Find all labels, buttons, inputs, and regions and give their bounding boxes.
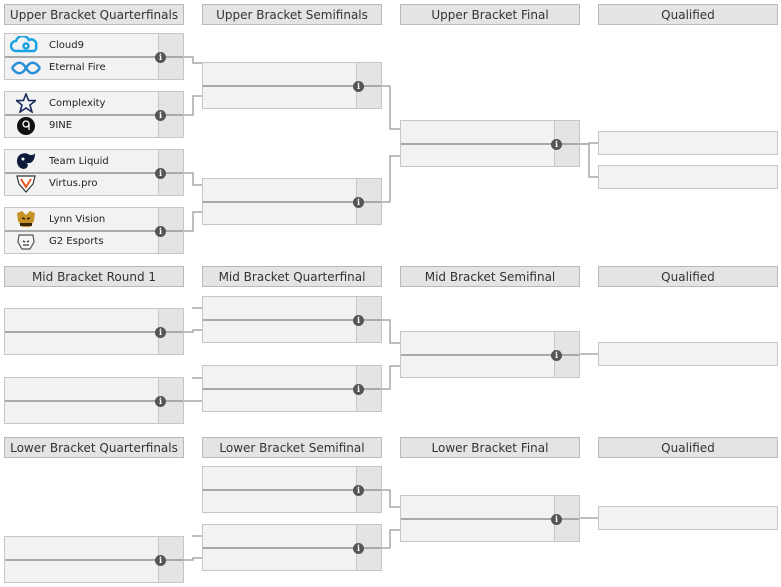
info-icon[interactable]: i <box>155 396 166 407</box>
team-slot[interactable]: Team Liquid <box>5 150 109 173</box>
match-divider <box>5 558 183 561</box>
team-name: Cloud9 <box>49 39 84 51</box>
team-name: G2 Esports <box>49 236 104 248</box>
match-divider <box>5 229 183 232</box>
team-name: Virtus.pro <box>49 178 98 190</box>
9ine-logo <box>9 116 43 136</box>
header-mid-quarterfinal: Mid Bracket Quarterfinal <box>202 266 382 287</box>
team-slot[interactable]: Cloud9 <box>5 34 84 57</box>
info-icon[interactable]: i <box>155 226 166 237</box>
info-icon[interactable]: i <box>353 543 364 554</box>
team-name: Eternal Fire <box>49 62 106 74</box>
header-lower-semifinal: Lower Bracket Semifinal <box>202 437 382 458</box>
header-upper-semifinals: Upper Bracket Semifinals <box>202 4 382 25</box>
match-lb-final[interactable]: i <box>400 495 580 542</box>
match-divider <box>203 84 381 87</box>
match-ubqf-3[interactable]: Team Liquid Virtus.pro i <box>4 149 184 196</box>
info-icon[interactable]: i <box>353 315 364 326</box>
match-divider <box>5 399 183 402</box>
match-divider <box>203 318 381 321</box>
team-liquid-logo <box>9 151 43 171</box>
qualified-slot-upper-1 <box>598 131 778 155</box>
team-slot[interactable]: Lynn Vision <box>5 208 105 231</box>
match-ubsf-2[interactable]: i <box>202 178 382 225</box>
match-divider <box>5 171 183 174</box>
team-name: 9INE <box>49 120 73 132</box>
info-icon[interactable]: i <box>155 52 166 63</box>
info-icon[interactable]: i <box>155 168 166 179</box>
match-lb-sf-2[interactable]: i <box>202 524 382 571</box>
match-divider <box>401 353 579 356</box>
header-upper-qualified: Qualified <box>598 4 778 25</box>
match-ubqf-2[interactable]: Complexity 9INE i <box>4 91 184 138</box>
info-icon[interactable]: i <box>353 384 364 395</box>
header-upper-final: Upper Bracket Final <box>400 4 580 25</box>
team-name: Team Liquid <box>49 155 109 167</box>
info-icon[interactable]: i <box>353 485 364 496</box>
complexity-logo <box>9 93 43 114</box>
lynn-vision-logo <box>9 209 43 229</box>
match-divider <box>5 55 183 58</box>
header-lower-qualified: Qualified <box>598 437 778 458</box>
g2-esports-logo <box>9 232 43 252</box>
info-icon[interactable]: i <box>353 197 364 208</box>
match-ubqf-1[interactable]: Cloud9 Eternal Fire i <box>4 33 184 80</box>
match-mid-qf-1[interactable]: i <box>202 296 382 343</box>
match-mid-qf-2[interactable]: i <box>202 365 382 412</box>
team-slot[interactable]: G2 Esports <box>5 231 104 254</box>
info-icon[interactable]: i <box>353 81 364 92</box>
team-name: Complexity <box>49 97 106 109</box>
match-mid-r1-1[interactable]: i <box>4 308 184 355</box>
header-mid-round1: Mid Bracket Round 1 <box>4 266 184 287</box>
info-icon[interactable]: i <box>155 327 166 338</box>
info-icon[interactable]: i <box>155 555 166 566</box>
match-mid-r1-2[interactable]: i <box>4 377 184 424</box>
eternal-fire-logo <box>9 58 43 78</box>
match-ubsf-1[interactable]: i <box>202 62 382 109</box>
info-icon[interactable]: i <box>155 110 166 121</box>
match-divider <box>203 200 381 203</box>
match-divider <box>203 546 381 549</box>
cloud9-logo <box>9 35 43 55</box>
header-mid-qualified: Qualified <box>598 266 778 287</box>
match-divider <box>401 517 579 520</box>
header-lower-quarterfinals: Lower Bracket Quarterfinals <box>4 437 184 458</box>
header-lower-final: Lower Bracket Final <box>400 437 580 458</box>
qualified-slot-upper-2 <box>598 165 778 189</box>
team-name: Lynn Vision <box>49 213 106 225</box>
qualified-slot-mid <box>598 342 778 366</box>
qualified-slot-lower <box>598 506 778 530</box>
match-lb-sf-1[interactable]: i <box>202 466 382 513</box>
match-divider <box>5 113 183 116</box>
info-icon[interactable]: i <box>551 139 562 150</box>
header-upper-quarterfinals: Upper Bracket Quarterfinals <box>4 4 184 25</box>
info-icon[interactable]: i <box>551 350 562 361</box>
match-mid-sf[interactable]: i <box>400 331 580 378</box>
team-slot[interactable]: Complexity <box>5 92 105 115</box>
match-divider <box>5 330 183 333</box>
match-lb-qf[interactable]: i <box>4 536 184 583</box>
team-slot[interactable]: 9INE <box>5 115 72 138</box>
match-ub-final[interactable]: i <box>400 120 580 167</box>
match-divider <box>401 142 579 145</box>
info-icon[interactable]: i <box>551 514 562 525</box>
match-ubqf-4[interactable]: Lynn Vision G2 Esports i <box>4 207 184 254</box>
team-slot[interactable]: Virtus.pro <box>5 173 98 196</box>
virtus-pro-logo <box>9 174 43 194</box>
team-slot[interactable]: Eternal Fire <box>5 57 106 80</box>
header-mid-semifinal: Mid Bracket Semifinal <box>400 266 580 287</box>
match-divider <box>203 387 381 390</box>
match-divider <box>203 488 381 491</box>
